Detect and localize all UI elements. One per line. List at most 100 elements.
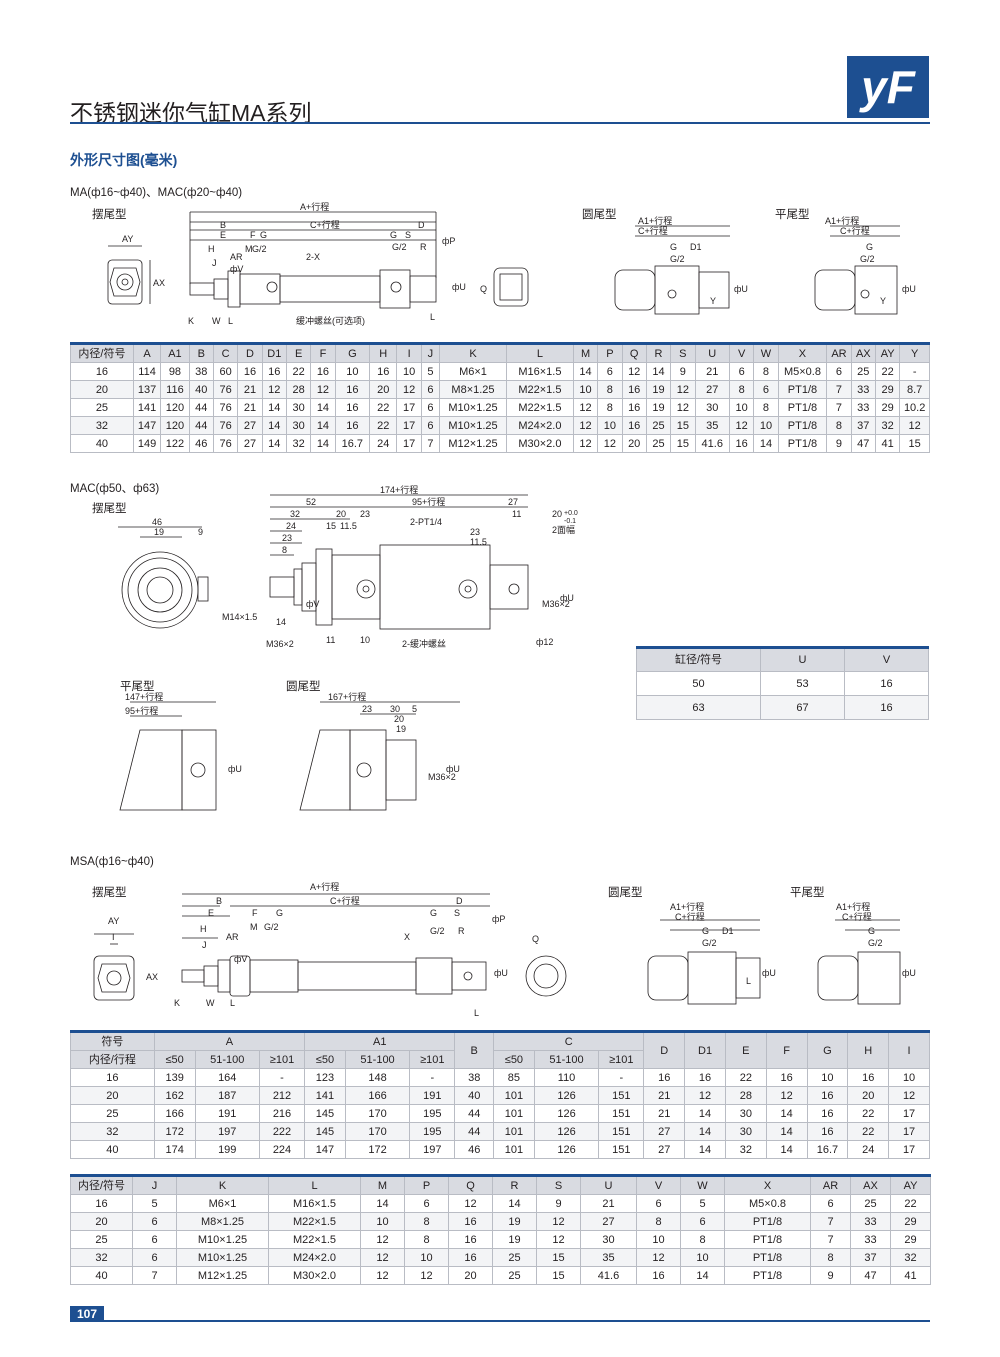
ma-table-cell: 47 [850,434,876,453]
ma-table-cell: 17 [396,434,422,453]
mac-lbl-46: 46 [152,517,162,527]
msa-table1-cell: 14 [765,1104,808,1123]
ma-table-cell: 14 [310,416,336,435]
msa-th-a1-ge101: ≥101 [409,1050,456,1069]
mac-lbl-95: 95+行程 [412,496,445,507]
msa-table2-cell: 30 [580,1230,637,1249]
ma-round-phi-u: фU [734,284,748,294]
ma-table-cell: 25 [645,434,672,453]
msa-table2-cell: 5 [132,1194,177,1213]
msa-lbl-ar: AR [226,932,239,942]
msa-table1-cell: 172 [153,1122,196,1141]
msa-table1-cell: 16 [806,1104,849,1123]
msa-table1-cell: 212 [258,1086,306,1105]
msa-lbl-a-stroke: A+行程 [310,881,339,892]
msa-table1-cell: - [409,1068,456,1087]
ma-view-round: 圆尾型 [582,209,617,221]
mac-flat-147: 147+行程 [125,691,163,702]
msa-table2-cell: 6 [680,1212,725,1231]
ma-table-cell: 10 [334,362,371,381]
ma-table-cell: M24×2.0 [505,416,574,435]
ma-table-cell: 30 [694,398,730,417]
ma-table-cell: 16 [621,416,647,435]
logo-text: yF [859,61,917,113]
ma-lbl-phi-u: фU [452,282,466,292]
msa-table1-cell: 16 [70,1068,155,1087]
ma-table-cell: M10×1.25 [439,398,507,417]
msa-table1-cell: 151 [598,1122,645,1141]
mac-table-cell: 53 [760,671,845,696]
ma-table-cell: 44 [188,416,214,435]
msa-lbl-ay: AY [108,916,119,926]
msa-lbl-b: B [216,896,222,906]
msa-table2-cell: 12 [636,1248,681,1267]
ma-lbl-h: H [208,244,215,254]
msa-table2-cell: M6×1 [176,1194,269,1213]
header-rule [70,122,930,124]
ma-table-cell: 116 [160,380,190,399]
ma-table-header: D [237,342,263,363]
msa-table1-cell: 170 [344,1104,411,1123]
mac-lbl-11-5: 11.5 [340,521,357,531]
ma-table-cell: 7 [420,434,441,453]
msa-table1-cell: 25 [70,1104,155,1123]
ma-table-cell: 16 [334,380,371,399]
msa-table2-cell: 5 [680,1194,725,1213]
msa-table1-cell: 197 [409,1140,456,1159]
msa-lbl-phi-v: фV [234,954,247,964]
mac-lbl-cushion: 2-缓冲螺丝 [402,638,446,649]
ma-table-cell: 12 [572,416,599,435]
msa-table1-cell: 162 [153,1086,196,1105]
msa-table1-cell: 126 [533,1122,600,1141]
msa-table2-cell: 32 [890,1248,931,1267]
ma-table-cell: 32 [874,416,901,435]
msa-lbl-q: Q [532,934,539,944]
ma-table-cell: M12×1.25 [439,434,507,453]
msa-lbl-l: L [230,998,235,1008]
mac-lbl-32: 32 [290,509,300,519]
msa-table1-cell: 164 [194,1068,260,1087]
ma-lbl-phi-p: фP [442,236,455,246]
ma-table-cell: 12 [728,416,755,435]
msa-table2-header: R [492,1174,537,1195]
msa-table2-cell: 6 [132,1230,177,1249]
msa-th-d1: D1 [684,1030,726,1069]
ma-table-header: J [420,342,441,363]
msa-table2-cell: M30×2.0 [268,1266,361,1285]
ma-table-cell: 12 [572,398,599,417]
mac-round-30: 30 [390,704,400,714]
msa-table2-header: AY [890,1174,931,1195]
ma-lbl-l: L [228,316,233,326]
mac-lbl-27: 27 [508,497,518,507]
msa-table1-cell: 170 [344,1122,411,1141]
ma-table-cell: 15 [670,416,696,435]
ma-table-cell: 6 [826,362,852,381]
ma-table-header: E [285,342,312,363]
ma-flat-g2: G/2 [860,254,875,264]
ma-table-cell: 6 [728,362,755,381]
ma-table-header: A [132,342,162,363]
ma-table-cell: 14 [261,398,287,417]
msa-view-swing: 摆尾型 [92,887,127,899]
ma-table-cell: 5 [420,362,441,381]
msa-table2-header: Q [448,1174,493,1195]
ma-table-cell: 46 [188,434,214,453]
ma-table-cell: 120 [160,398,190,417]
msa-table1-cell: 30 [724,1104,767,1123]
ma-table-header: V [728,342,755,363]
msa-th-symbol: 符号 [70,1030,155,1051]
ma-lbl-e: E [220,230,226,240]
msa-lbl-phi-u: фU [494,968,508,978]
msa-table2-cell: PT1/8 [724,1230,811,1249]
msa-table2-header: M [360,1174,405,1195]
mac-round-23: 23 [362,704,372,714]
ma-lbl-w: W [212,316,221,326]
msa-table1-cell: 14 [765,1122,808,1141]
msa-flat-g2: G/2 [868,938,883,948]
msa-table1-cell: 199 [194,1140,260,1159]
ma-lbl-q: Q [480,284,487,294]
mac-view-swing: 摆尾型 [92,503,127,515]
ma-lbl-g2-right: G/2 [392,242,407,252]
msa-table1-cell: 191 [194,1104,260,1123]
ma-table-cell: 22 [874,362,901,381]
